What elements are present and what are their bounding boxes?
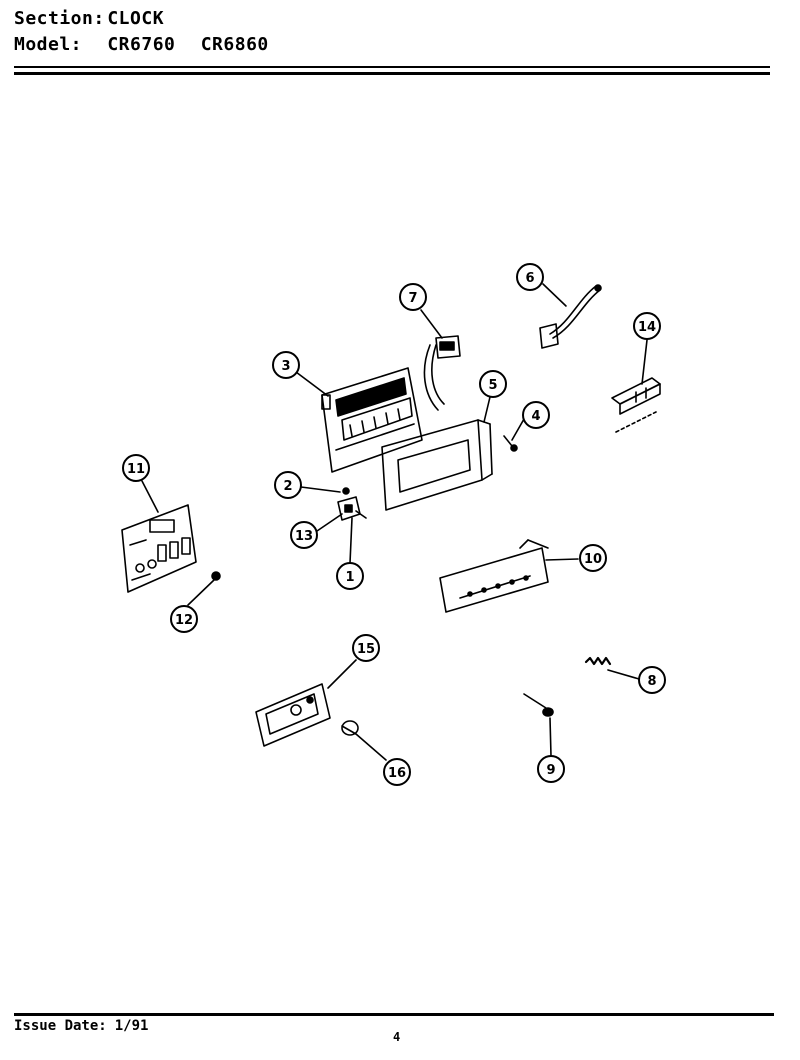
section-value: CLOCK	[107, 8, 165, 29]
part-rail-bracket	[439, 539, 549, 613]
svg-text:16: 16	[388, 766, 406, 781]
callout-15: 15	[352, 634, 380, 662]
part-clock-control-board	[321, 367, 423, 473]
svg-text:3: 3	[281, 359, 290, 374]
svg-text:6: 6	[525, 271, 534, 286]
svg-text:4: 4	[531, 409, 540, 424]
part-spring	[584, 656, 612, 666]
part-switch-assembly	[337, 487, 367, 521]
svg-text:8: 8	[647, 674, 656, 689]
part-circuit-board	[121, 504, 197, 593]
part-knob	[341, 720, 359, 736]
part-sensor-lead	[539, 284, 602, 349]
part-spacer	[211, 571, 221, 581]
svg-text:10: 10	[584, 552, 602, 567]
part-display-bracket	[381, 419, 493, 511]
svg-text:2: 2	[283, 479, 292, 494]
model-number-1: CR6760	[107, 34, 176, 55]
header-rule-thin	[14, 66, 770, 68]
callout-13: 13	[290, 521, 318, 549]
model-line: Model: CR6760 CR6860	[14, 34, 283, 55]
issue-date-line: Issue Date: 1/91	[14, 1018, 156, 1034]
part-faceplate	[255, 683, 331, 747]
callout-16: 16	[383, 758, 411, 786]
section-line: Section: CLOCK	[14, 8, 178, 29]
callouts: 1 2 3 4 5 6 7 8 9 10 11 12 13 14 15 16	[122, 263, 666, 786]
model-label: Model:	[14, 34, 83, 55]
footer-rule	[14, 1013, 774, 1016]
part-wire-harness	[423, 335, 461, 411]
svg-text:15: 15	[357, 642, 375, 657]
svg-text:14: 14	[638, 320, 656, 335]
svg-text:7: 7	[408, 291, 417, 306]
part-screw-4	[503, 435, 518, 452]
callout-11: 11	[122, 454, 150, 482]
part-screw-9	[523, 693, 554, 717]
svg-text:9: 9	[546, 763, 555, 778]
issue-date-value: 1/91	[114, 1018, 149, 1034]
callout-14: 14	[633, 312, 661, 340]
section-label: Section:	[14, 8, 105, 29]
callout-7: 7	[399, 283, 427, 311]
callout-9: 9	[537, 755, 565, 783]
svg-text:11: 11	[127, 462, 145, 477]
callout-12: 12	[170, 605, 198, 633]
leader-lines	[141, 283, 648, 761]
callout-4: 4	[522, 401, 550, 429]
issue-date-label: Issue Date:	[14, 1018, 107, 1034]
header-rule-thick	[14, 72, 770, 75]
callout-8: 8	[638, 666, 666, 694]
callout-2: 2	[274, 471, 302, 499]
part-bracket-clip	[611, 377, 661, 433]
model-number-2: CR6860	[200, 34, 269, 55]
callout-10: 10	[579, 544, 607, 572]
page-number: 4	[393, 1030, 401, 1044]
svg-text:1: 1	[345, 570, 354, 585]
callout-6: 6	[516, 263, 544, 291]
svg-text:13: 13	[295, 529, 313, 544]
callout-1: 1	[336, 562, 364, 590]
callout-3: 3	[272, 351, 300, 379]
callout-5: 5	[479, 370, 507, 398]
svg-text:5: 5	[488, 378, 497, 393]
svg-text:12: 12	[175, 613, 193, 628]
